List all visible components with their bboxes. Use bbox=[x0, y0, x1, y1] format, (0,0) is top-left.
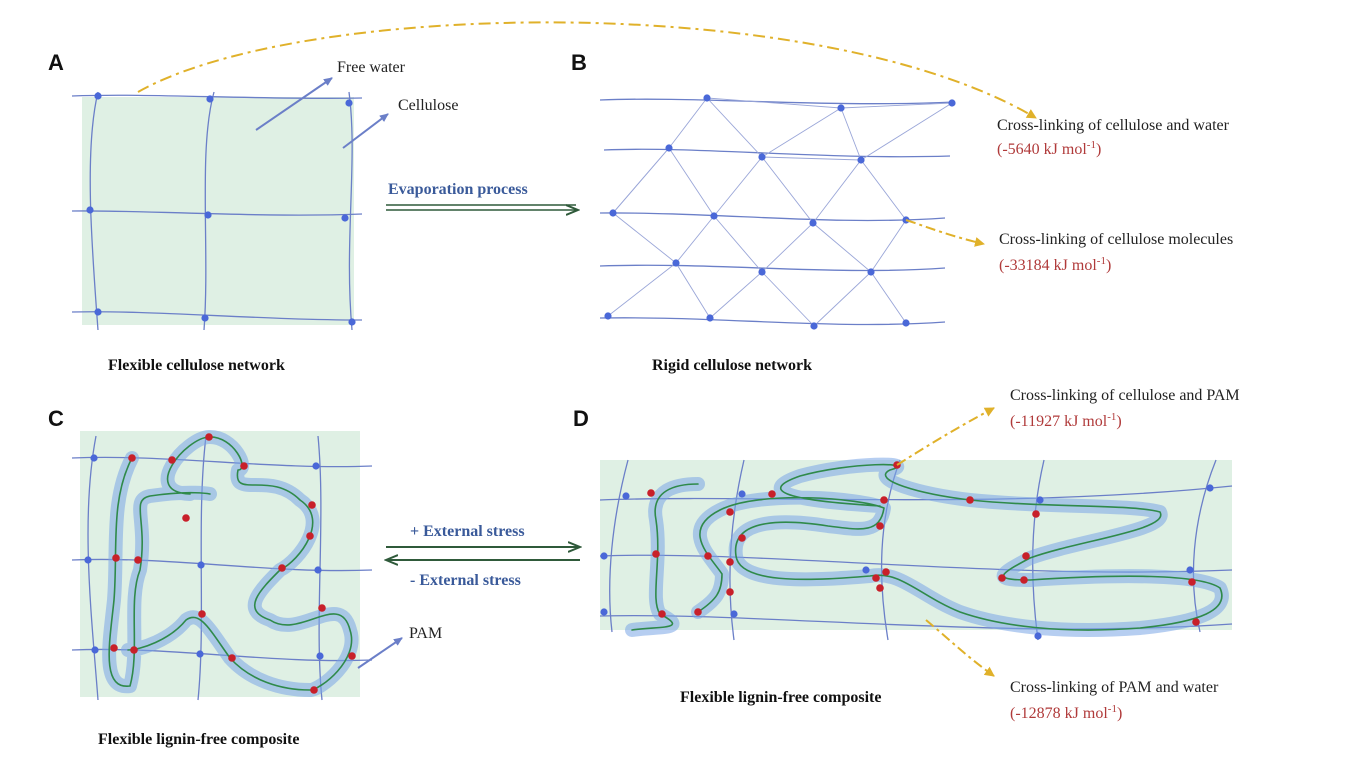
label-crosslink-cellulose-molecules: Cross-linking of cellulose molecules bbox=[999, 231, 1233, 248]
label-evaporation-process: Evaporation process bbox=[388, 181, 528, 198]
panel-c-cellulose-fibers bbox=[71, 435, 373, 701]
panel-d-red-nodes bbox=[647, 461, 1200, 626]
cellulose-pointer-arrow bbox=[342, 113, 389, 149]
energy-pam-water: (-12878 kJ mol-1) bbox=[1010, 703, 1122, 722]
panel-d-pam-chain bbox=[625, 457, 1229, 638]
panel-a-nodes bbox=[86, 92, 356, 326]
panel-b-nodes bbox=[604, 94, 956, 330]
dash-arrow-cellulose-molecules bbox=[905, 219, 985, 247]
panel-c-red-nodes bbox=[110, 433, 356, 694]
dash-arrow-a-to-b bbox=[137, 21, 1037, 119]
label-pam: PAM bbox=[409, 625, 442, 642]
panel-b-cross-links bbox=[607, 97, 953, 327]
caption-a: Flexible cellulose network bbox=[108, 357, 285, 374]
panel-b: B Rigid cellulose network bbox=[571, 50, 1233, 374]
energy-cellulose-pam: (-11927 kJ mol-1) bbox=[1010, 411, 1122, 430]
caption-b: Rigid cellulose network bbox=[652, 357, 812, 374]
energy-cellulose-molecules: (-33184 kJ mol-1) bbox=[999, 255, 1111, 274]
panel-d-blue-nodes bbox=[600, 484, 1214, 640]
label-minus-external-stress: - External stress bbox=[410, 572, 521, 589]
panel-a-letter: A bbox=[48, 50, 64, 75]
pam-pointer-arrow bbox=[357, 637, 403, 669]
panel-d-letter: D bbox=[573, 406, 589, 431]
panel-a: A Free water Cellulose Flexible cellulos… bbox=[48, 50, 458, 374]
evaporation-process: Evaporation process bbox=[386, 181, 578, 210]
caption-c: Flexible lignin-free composite bbox=[98, 731, 299, 748]
label-plus-external-stress: + External stress bbox=[410, 523, 525, 540]
stress-process: + External stress - External stress bbox=[386, 523, 580, 589]
dash-arrow-pam-water bbox=[925, 619, 995, 677]
panel-b-horizontal-fibers bbox=[599, 98, 956, 326]
label-crosslink-cellulose-pam: Cross-linking of cellulose and PAM bbox=[1010, 387, 1240, 404]
dash-arrow-cellulose-pam bbox=[896, 407, 995, 466]
label-cellulose: Cellulose bbox=[398, 97, 458, 114]
panel-b-letter: B bbox=[571, 50, 587, 75]
panel-c-blue-nodes bbox=[84, 454, 324, 660]
free-water-pointer-arrow bbox=[255, 77, 333, 131]
energy-cellulose-water: (-5640 kJ mol-1) bbox=[997, 139, 1101, 158]
panel-c-letter: C bbox=[48, 406, 64, 431]
panel-d: D bbox=[573, 387, 1240, 722]
label-free-water: Free water bbox=[337, 59, 406, 76]
caption-d: Flexible lignin-free composite bbox=[680, 689, 881, 706]
panel-c: C PAM Flexible lignin-f bbox=[48, 406, 442, 748]
panel-c-pam-chain bbox=[102, 430, 359, 697]
label-crosslink-pam-water: Cross-linking of PAM and water bbox=[1010, 679, 1219, 696]
label-crosslink-cellulose-water: Cross-linking of cellulose and water bbox=[997, 117, 1230, 134]
